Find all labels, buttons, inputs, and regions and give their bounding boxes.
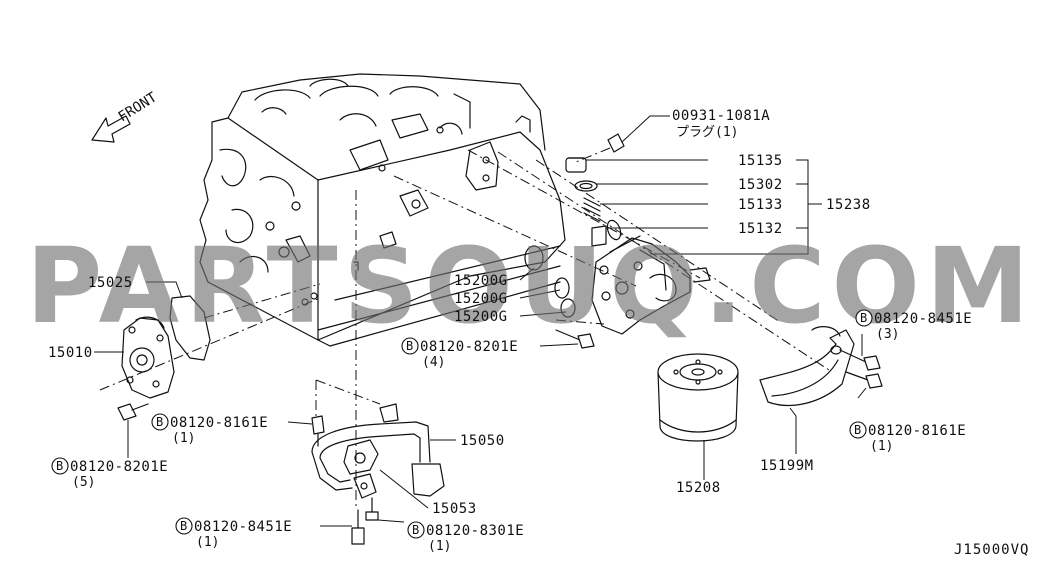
part-qty-8201-left: (5)	[72, 475, 95, 490]
assembly-centerlines	[99, 147, 833, 510]
bolt-marker-8201-left: B	[51, 457, 69, 475]
engine-block-drawing	[199, 73, 566, 347]
part-label-15050[interactable]: 15050	[460, 433, 505, 449]
part-label-8451-bottom[interactable]: 08120-8451E	[194, 519, 292, 535]
oil-pump-drawing	[121, 295, 211, 399]
part-label-15135[interactable]: 15135	[738, 153, 783, 169]
part-label-15208[interactable]: 15208	[676, 480, 721, 496]
part-label-15200g-3[interactable]: 15200G	[454, 309, 508, 325]
front-label: FRONT	[116, 89, 161, 125]
part-label-15133[interactable]: 15133	[738, 197, 783, 213]
svg-text:B: B	[406, 339, 413, 353]
part-label-8201-top[interactable]: 08120-8201E	[420, 339, 518, 355]
part-label-15200g-2[interactable]: 15200G	[454, 291, 508, 307]
svg-text:B: B	[180, 519, 187, 533]
part-label-15200g-1[interactable]: 15200G	[454, 273, 508, 289]
baffle-bracket-drawing	[759, 326, 883, 407]
oil-filter-drawing	[657, 353, 739, 442]
svg-text:B: B	[412, 523, 419, 537]
part-labels: 00931-1081A プラグ(1) 15135 15302 15133 152…	[48, 108, 972, 554]
part-label-15199m[interactable]: 15199M	[760, 458, 814, 474]
svg-text:B: B	[854, 423, 861, 437]
part-qty-00931: プラグ(1)	[676, 125, 738, 140]
bolt-marker-8161-right: B	[849, 421, 867, 439]
part-qty-8161-left: (1)	[172, 431, 195, 446]
svg-text:B: B	[156, 415, 163, 429]
part-label-15302[interactable]: 15302	[738, 177, 783, 193]
part-qty-8201-top: (4)	[422, 355, 445, 370]
front-direction-arrow: FRONT	[91, 89, 161, 143]
svg-text:B: B	[56, 459, 63, 473]
bolt-marker-8161-left: B	[151, 413, 169, 431]
bolt-marker-8301-bottom: B	[407, 521, 425, 539]
watermark: PARTSOUQ.COM	[26, 225, 1035, 347]
part-qty-8451-right: (3)	[876, 327, 899, 342]
part-label-15010[interactable]: 15010	[48, 345, 93, 361]
bolt-marker-8451-right: B	[855, 309, 873, 327]
leader-lines	[94, 115, 867, 527]
oil-strainer-drawing	[117, 403, 445, 545]
svg-text:B: B	[860, 311, 867, 325]
part-label-8301-bottom[interactable]: 08120-8301E	[426, 523, 524, 539]
part-qty-8161-right: (1)	[870, 439, 893, 454]
part-label-15132[interactable]: 15132	[738, 221, 783, 237]
bolt-marker-8201-top: B	[401, 337, 419, 355]
part-label-15025[interactable]: 15025	[88, 275, 133, 291]
diagram-code: J15000VQ	[954, 542, 1029, 558]
part-qty-8301-bottom: (1)	[428, 539, 451, 554]
bolt-marker-8451-bottom: B	[175, 517, 193, 535]
part-qty-8451-bottom: (1)	[196, 535, 219, 550]
part-label-00931[interactable]: 00931-1081A	[672, 108, 770, 124]
part-label-8201-left[interactable]: 08120-8201E	[70, 459, 168, 475]
part-label-15238[interactable]: 15238	[826, 197, 871, 213]
part-label-8161-left[interactable]: 08120-8161E	[170, 415, 268, 431]
part-label-8161-right[interactable]: 08120-8161E	[868, 423, 966, 439]
part-label-8451-right[interactable]: 08120-8451E	[874, 311, 972, 327]
part-label-15053[interactable]: 15053	[432, 501, 477, 517]
